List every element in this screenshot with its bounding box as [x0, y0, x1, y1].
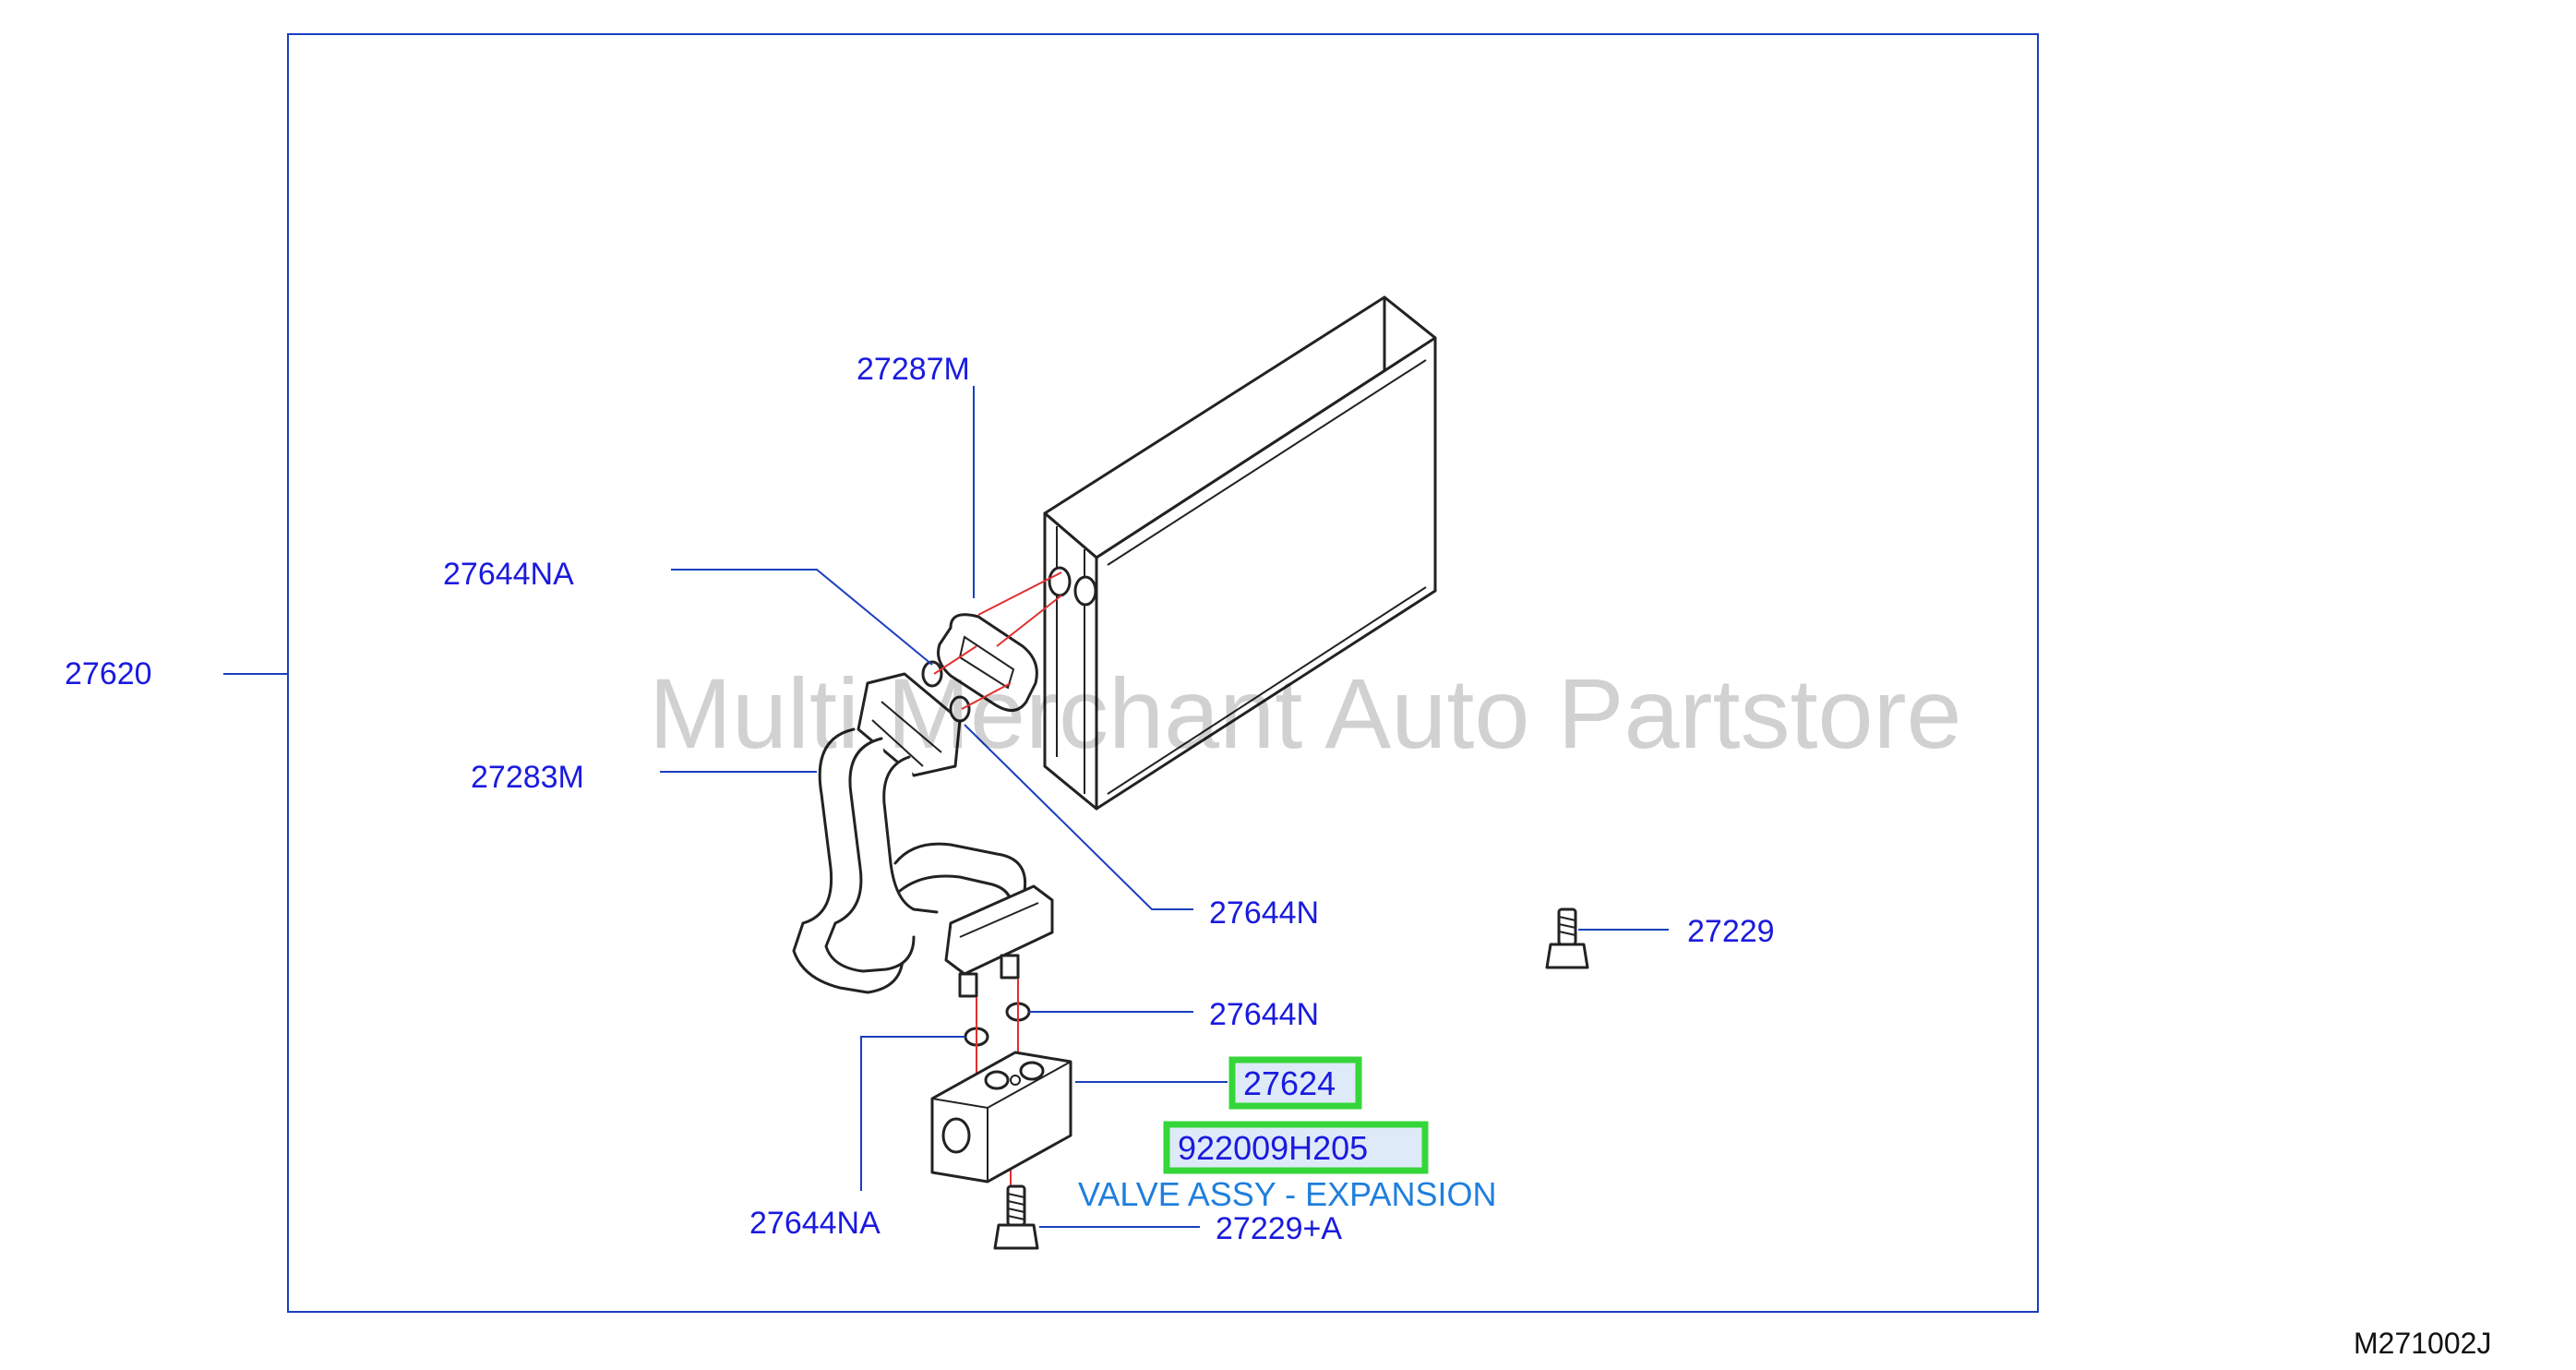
leader-line [860, 1036, 965, 1191]
o-ring-upper-right[interactable] [949, 695, 971, 723]
diagram-code: M271002J [2354, 1327, 2491, 1360]
callout-assembly[interactable]: 27620 [65, 656, 152, 691]
bolt-bottom[interactable] [993, 1184, 1039, 1250]
callout-valve[interactable]: 27624 [1243, 1064, 1336, 1102]
seal-gasket[interactable] [937, 613, 1038, 712]
o-ring-upper-left[interactable] [921, 660, 943, 688]
callout-bolt-right[interactable]: 27229 [1687, 914, 1775, 949]
evaporator-core[interactable] [1043, 295, 1437, 811]
bolt-right[interactable] [1545, 907, 1589, 969]
callout-pipe[interactable]: 27283M [471, 760, 584, 795]
callout-oring-lower-left[interactable]: 27644NA [749, 1206, 881, 1241]
part-description[interactable]: VALVE ASSY - EXPANSION [1078, 1175, 1497, 1213]
guide-line [933, 645, 977, 675]
callout-oring-mid[interactable]: 27644N [1209, 895, 1319, 931]
pipe-assembly[interactable] [792, 672, 1054, 998]
guide-line [977, 571, 1062, 616]
guide-line [996, 595, 1062, 647]
leader-line [964, 724, 1193, 910]
leader-line [671, 569, 933, 666]
guide-line [961, 682, 1012, 710]
callout-oring-upper-left[interactable]: 27644NA [443, 557, 574, 592]
watermark: Multi Merchant Auto Partstore [649, 657, 1962, 769]
callout-bolt-bottom[interactable]: 27229+A [1216, 1211, 1342, 1246]
callout-seal-top[interactable]: 27287M [857, 352, 970, 387]
highlight-box-part-number [1163, 1121, 1429, 1174]
highlight-box-valve [1228, 1056, 1362, 1110]
callout-oring-lower[interactable]: 27644N [1209, 997, 1319, 1032]
expansion-valve[interactable] [930, 1051, 1072, 1184]
part-number[interactable]: 922009H205 [1178, 1129, 1368, 1167]
